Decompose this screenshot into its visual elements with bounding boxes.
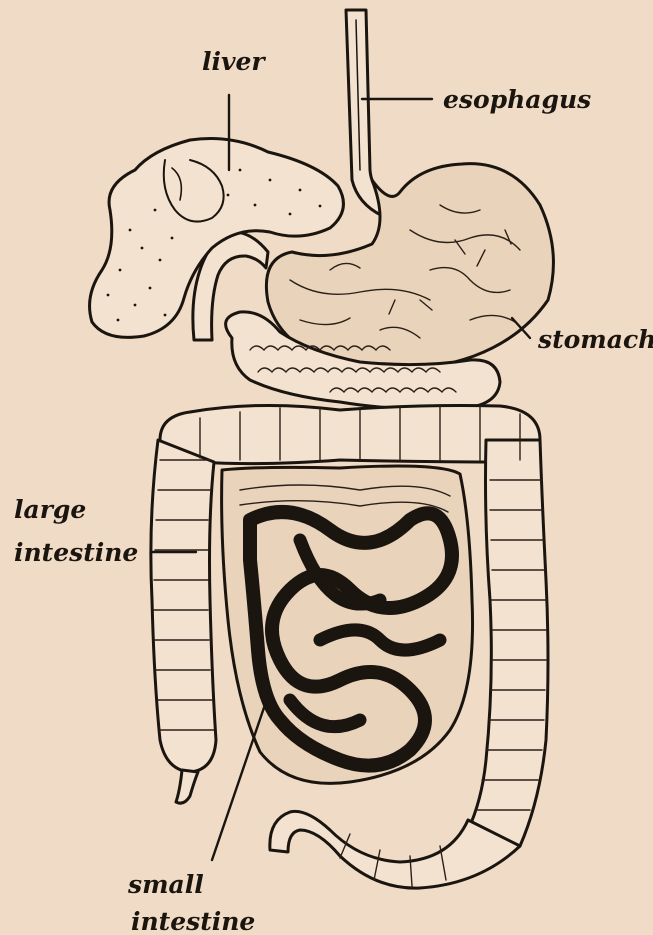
- small-intestine: [222, 466, 473, 783]
- small-intestine-pointer: [212, 690, 270, 860]
- label-esophagus: esophagus: [443, 85, 591, 114]
- label-large-intestine-line2: intestine: [14, 538, 138, 567]
- label-small-intestine-line1: small: [127, 870, 204, 899]
- label-stomach: stomach: [537, 325, 653, 354]
- label-small-intestine-line2: intestine: [131, 907, 255, 935]
- label-liver: liver: [202, 47, 266, 76]
- label-large-intestine-line1: large: [14, 495, 86, 524]
